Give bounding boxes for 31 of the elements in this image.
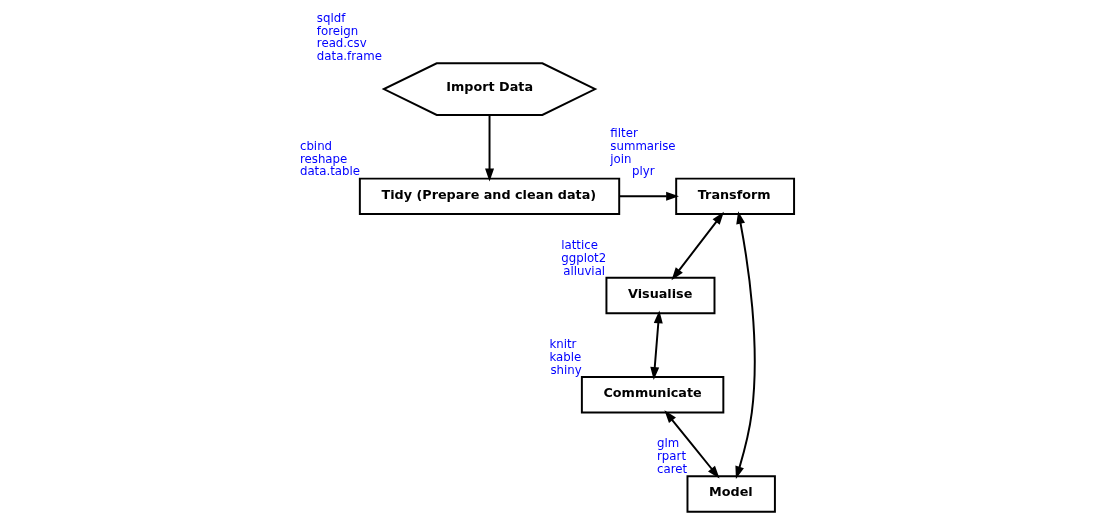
node-label: shiny <box>549 362 582 377</box>
node-label: data.frame <box>316 49 382 64</box>
node-label: glm <box>656 436 679 451</box>
node-label: read.csv <box>316 36 367 51</box>
node-box: Communicate <box>580 376 724 414</box>
node-label: foreign <box>316 23 358 38</box>
arrow <box>649 310 663 380</box>
node-box: Transform <box>674 177 795 215</box>
arrow <box>618 191 679 201</box>
node-label: filter <box>609 125 638 140</box>
node-label: reshape <box>299 151 347 166</box>
node-label: summarise <box>609 138 676 153</box>
node-label: plyr <box>631 164 655 179</box>
node-box: Tidy (Prepare and clean data) <box>358 177 620 215</box>
node-label: caret <box>656 461 687 476</box>
node-label: cbind <box>299 138 332 153</box>
node-label: ggplot2 <box>560 250 606 265</box>
node-label: kable <box>548 349 581 364</box>
arrow <box>734 211 756 480</box>
node-label: sqldf <box>316 10 345 25</box>
node-label: rpart <box>656 449 686 464</box>
node-label: alluvial <box>562 263 605 278</box>
node-box: Visualise <box>604 276 715 315</box>
node-label: lattice <box>560 237 598 252</box>
node-label: data.table <box>299 164 360 179</box>
arrow <box>671 211 724 281</box>
node-box: Model <box>686 475 776 513</box>
arrow <box>663 410 720 479</box>
arrow <box>484 114 494 182</box>
node-label: knitr <box>548 337 576 352</box>
node-label: join <box>609 151 632 166</box>
